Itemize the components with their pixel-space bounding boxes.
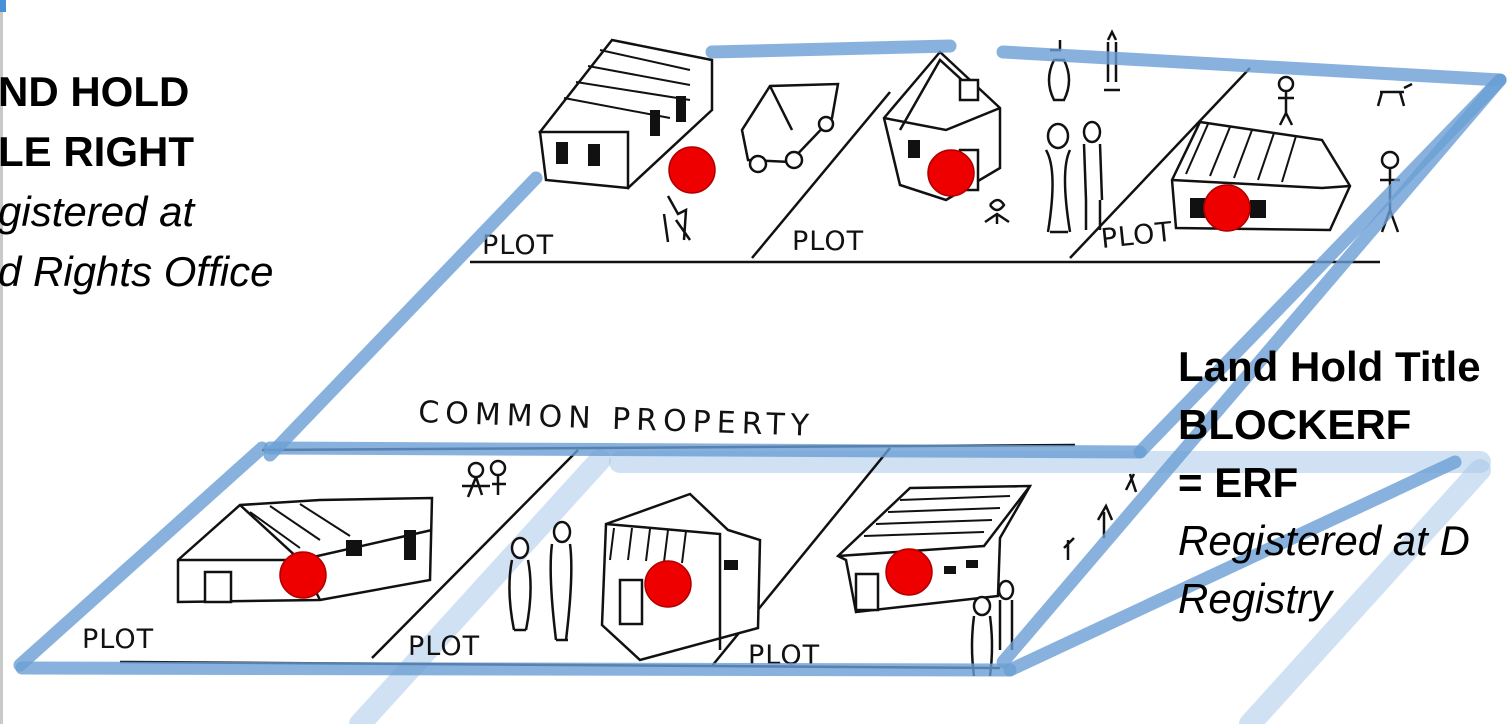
boundary-highlight xyxy=(13,39,1507,677)
marker-dot-upper-2 xyxy=(927,149,975,197)
truck-icon xyxy=(740,82,840,174)
left-edge-accent xyxy=(0,0,6,12)
people-upper-middle xyxy=(984,29,1120,234)
house-lower-3 xyxy=(835,484,1033,614)
common-property-label: COMMON PROPERTY xyxy=(418,395,816,444)
faint-overlay xyxy=(349,449,1491,724)
left-edge-border xyxy=(0,0,3,724)
right-note-line-2: Registry xyxy=(1178,575,1333,622)
marker-dots xyxy=(279,146,1251,608)
plot-label-lower-2: PLOT xyxy=(408,631,480,662)
right-note-line-1: Registered at D xyxy=(1178,517,1470,564)
right-text-block: Land Hold Title BLOCKERF = ERF Registere… xyxy=(1178,338,1481,628)
marker-dot-upper-3 xyxy=(1203,184,1251,232)
left-note-line-2: d Rights Office xyxy=(0,248,274,295)
marker-dot-upper-1 xyxy=(668,146,716,194)
left-heading-line-1: ND HOLD xyxy=(0,68,190,115)
marker-dot-lower-3 xyxy=(885,548,933,596)
house-lower-1 xyxy=(176,496,434,604)
house-upper-1 xyxy=(538,38,714,190)
right-heading-line-2: BLOCKERF xyxy=(1178,401,1412,448)
marker-dot-lower-2 xyxy=(644,560,692,608)
marker-dot-lower-1 xyxy=(279,551,327,599)
people-upper-right xyxy=(662,75,1413,243)
people-lower-left xyxy=(462,459,573,642)
right-heading-line-1: Land Hold Title xyxy=(1178,343,1481,390)
plot-label-upper-2: PLOT xyxy=(792,226,864,257)
plot-label-upper-1: PLOT xyxy=(482,230,554,261)
people-lower-right xyxy=(970,473,1138,677)
left-note-line-1: gistered at xyxy=(0,188,195,235)
right-heading-line-3: = ERF xyxy=(1178,459,1299,506)
plot-label-lower-1: PLOT xyxy=(82,624,154,655)
left-heading-line-2: LE RIGHT xyxy=(0,128,194,175)
plot-label-upper-3: PLOT xyxy=(1099,217,1174,255)
house-upper-3 xyxy=(1170,120,1352,232)
left-text-block: ND HOLD LE RIGHT gistered at d Rights Of… xyxy=(0,62,273,302)
